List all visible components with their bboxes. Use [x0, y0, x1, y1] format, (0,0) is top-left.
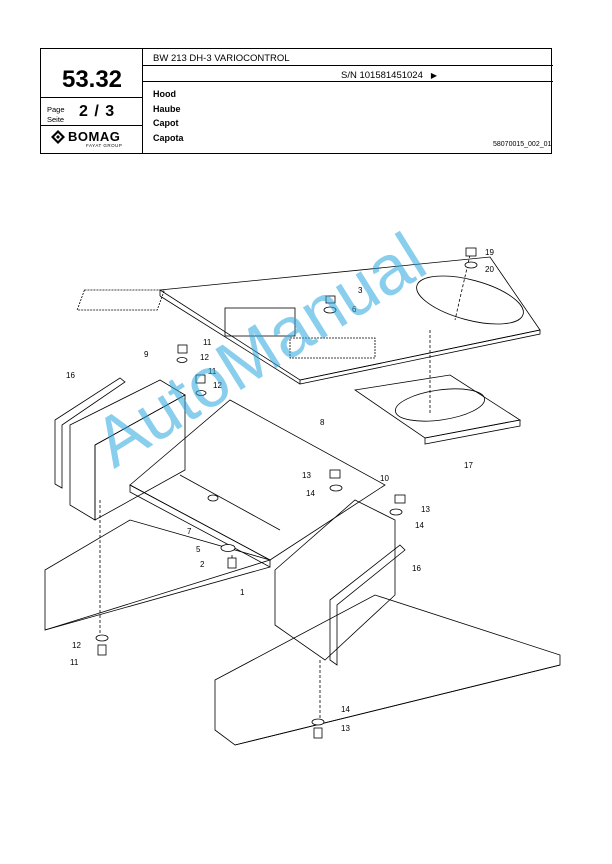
- title-en: Hood: [153, 89, 176, 99]
- callout: 13: [341, 724, 350, 733]
- callout: 13: [302, 471, 311, 480]
- divider: [143, 81, 553, 82]
- callout: 5: [196, 545, 201, 554]
- callout: 12: [72, 641, 81, 650]
- callout: 17: [464, 461, 473, 470]
- callout: 10: [380, 474, 389, 483]
- title-block-left-column: [41, 49, 143, 153]
- callout: 12: [200, 353, 209, 362]
- callout: 1: [240, 588, 245, 597]
- callout: 14: [341, 705, 350, 714]
- callout: 11: [70, 658, 79, 667]
- callout: 14: [415, 521, 424, 530]
- callout: 2: [200, 560, 205, 569]
- callout: 6: [352, 305, 357, 314]
- title-block: 53.32 Page Seite 2 / 3 BOMAG FAYAT GROUP…: [40, 48, 553, 154]
- page-number: 2 / 3: [79, 103, 116, 120]
- callout: 3: [358, 286, 363, 295]
- bomag-diamond-icon: [51, 130, 65, 144]
- divider: [143, 65, 553, 66]
- callout: 16: [412, 564, 421, 573]
- callout: 13: [421, 505, 430, 514]
- callout: 11: [203, 338, 212, 347]
- callout: 7: [187, 527, 192, 536]
- page-label-en: Page: [47, 105, 65, 114]
- callout: 12: [213, 381, 222, 390]
- brand-name: BOMAG: [68, 129, 121, 144]
- title-de: Haube: [153, 103, 181, 114]
- page-label: Page Seite: [47, 105, 65, 125]
- section-number: 53.32: [61, 66, 123, 93]
- model-name: BW 213 DH-3 VARIOCONTROL: [153, 53, 290, 64]
- serial-number: S/N 101581451024 ▶: [341, 70, 437, 81]
- callout: 11: [208, 367, 217, 376]
- frame-17: [353, 374, 522, 439]
- callout: 9: [144, 350, 149, 359]
- callout: 19: [485, 248, 494, 257]
- divider: [41, 97, 143, 98]
- bomag-logo: BOMAG FAYAT GROUP: [51, 129, 141, 151]
- callout: 16: [66, 371, 75, 380]
- title-fr: Capot: [153, 118, 179, 128]
- part-titles: Hood Haube Capot Capota: [153, 87, 184, 145]
- arrow-right-icon: ▶: [430, 71, 437, 80]
- exploded-drawing: 19 20 3 6 11 12 9 16 11 12 8 17 13 14 10…: [44, 247, 561, 746]
- page-label-de: Seite: [47, 115, 65, 124]
- drawing-reference: 58070015_002_01: [493, 141, 552, 148]
- serial-text: S/N 101581451024: [341, 70, 423, 81]
- bottom-frame: [214, 594, 561, 746]
- callout: 20: [485, 265, 494, 274]
- callout: 14: [306, 489, 315, 498]
- brand-sub: FAYAT GROUP: [86, 143, 123, 148]
- callout-labels: 19 20 3 6 11 12 9 16 11 12 8 17 13 14 10…: [66, 248, 494, 733]
- callout: 8: [320, 418, 325, 427]
- title-es: Capota: [153, 132, 184, 143]
- side-panel-10: [274, 499, 396, 661]
- divider: [41, 125, 143, 126]
